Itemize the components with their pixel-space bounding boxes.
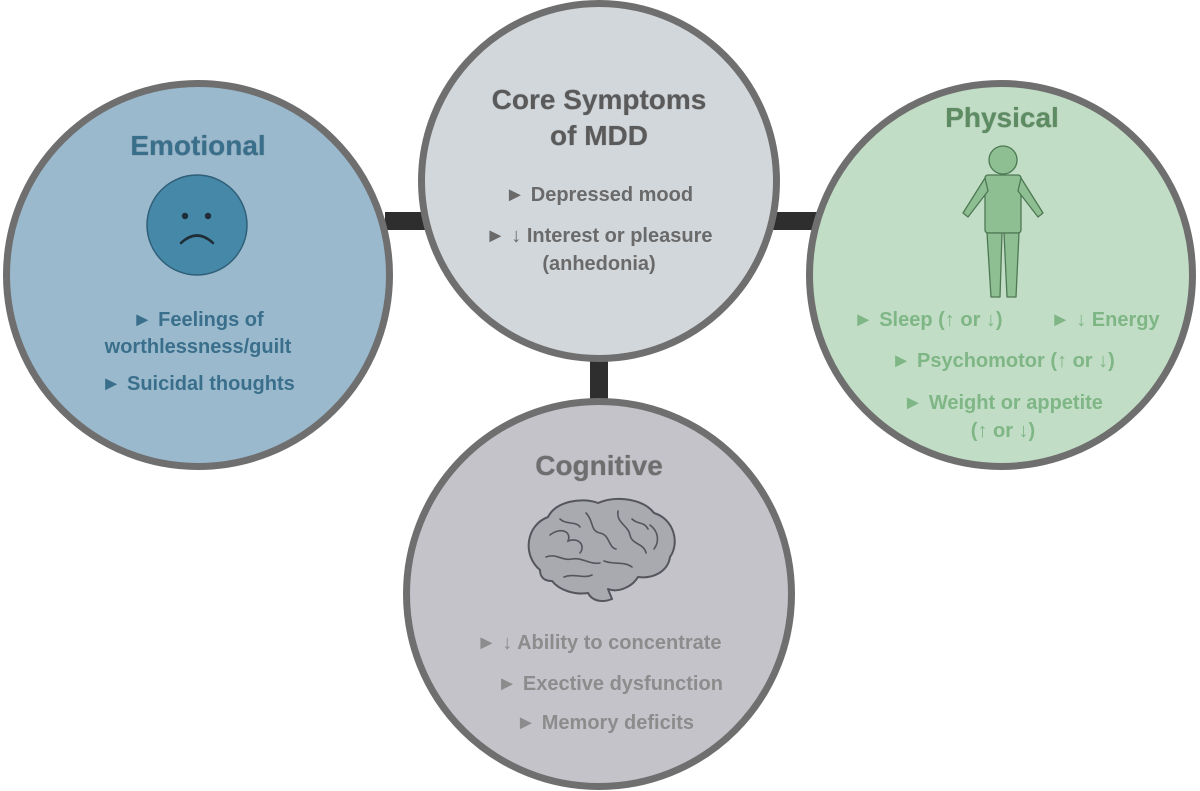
core-title-line1: Core Symptoms <box>491 84 707 115</box>
connector-core-cognitive <box>590 358 608 408</box>
bullet-arrow-icon: ► <box>515 712 536 734</box>
physical-item-energy: ►↓ Energy <box>1050 309 1160 331</box>
core-item-2: ►↓ Interest or pleasure <box>485 225 713 247</box>
bullet-arrow-icon: ► <box>1050 309 1071 331</box>
bullet-arrow-icon: ► <box>504 184 525 206</box>
emotional-item-1: ►Feelings of <box>132 309 264 331</box>
cognitive-item-1: ►↓ Ability to concentrate <box>476 632 722 654</box>
emotional-title: Emotional <box>130 130 266 161</box>
cognitive-title: Cognitive <box>535 450 663 481</box>
bullet-arrow-icon: ► <box>497 673 517 695</box>
cognitive-item-3: ►Memory deficits <box>515 712 695 734</box>
person-figure-icon <box>958 145 1048 300</box>
bullet-arrow-icon: ► <box>476 632 497 654</box>
bullet-arrow-icon: ► <box>891 350 911 372</box>
core-item-2-cont: (anhedonia) <box>542 253 656 275</box>
bullet-arrow-icon: ► <box>853 309 874 331</box>
core-circle <box>418 0 780 362</box>
core-item-1: ►Depressed mood <box>504 184 694 206</box>
bullet-arrow-icon: ► <box>101 373 121 395</box>
physical-title: Physical <box>945 102 1059 133</box>
physical-item-weight: ►Weight or appetite <box>903 392 1103 414</box>
physical-item-weight-cont: (↑ or ↓) <box>970 420 1036 442</box>
physical-item-psychomotor: ►Psychomotor (↑ or ↓) <box>891 350 1115 372</box>
bullet-arrow-icon: ► <box>485 225 506 247</box>
brain-icon <box>520 495 680 605</box>
physical-item-sleep: ►Sleep (↑ or ↓) <box>853 309 1003 331</box>
cognitive-item-2: ►Exective dysfunction <box>497 673 723 695</box>
bullet-arrow-icon: ► <box>132 309 153 331</box>
sad-face-icon <box>145 173 249 277</box>
bullet-arrow-icon: ► <box>903 392 923 414</box>
core-title-line2: of MDD <box>550 120 648 151</box>
connector-core-physical <box>772 212 817 230</box>
emotional-item-2: ►Suicidal thoughts <box>101 373 295 395</box>
emotional-item-1-cont: worthlessness/guilt <box>104 336 292 358</box>
